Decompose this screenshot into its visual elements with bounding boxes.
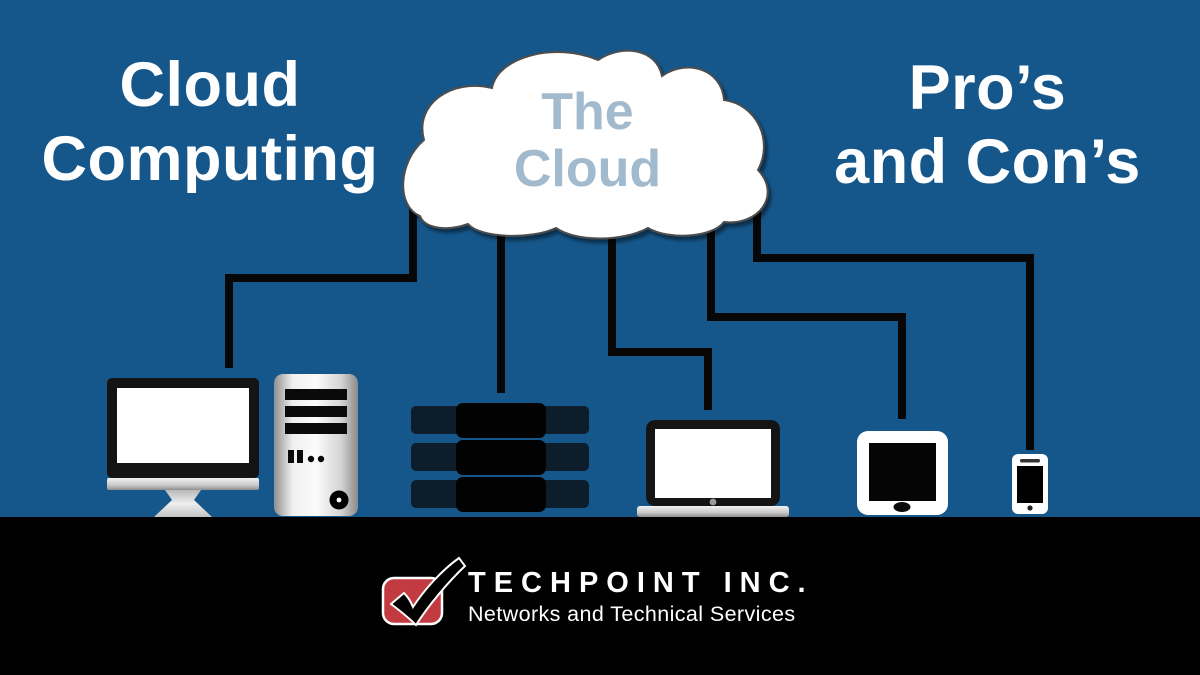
title-right-line1: Pro’s (908, 53, 1067, 123)
tower-button (288, 450, 294, 463)
tower-power-dot (336, 497, 342, 503)
page-title-left: Cloud Computing (10, 48, 410, 196)
cloud-label-line1: The (541, 83, 634, 141)
title-left-line1: Cloud (119, 50, 301, 120)
tower-button (297, 450, 303, 463)
checkmark-icon (389, 556, 467, 627)
techpoint-checkmark-logo (381, 556, 467, 627)
monitor-stand (154, 490, 212, 517)
server-unit-front (456, 440, 546, 475)
cloud-label: The Cloud (435, 84, 740, 198)
server-unit-front (456, 403, 546, 438)
connector-lines (225, 200, 1034, 450)
cloud-label-line2: Cloud (513, 140, 662, 198)
server-rack-icon (411, 403, 589, 512)
cloud-icon (402, 49, 769, 240)
phone-speaker (1020, 459, 1040, 463)
desktop-computer-icon (107, 378, 259, 517)
phone-home-button (1027, 505, 1033, 511)
connector-line-laptop (608, 232, 712, 410)
phone-screen (1017, 466, 1043, 503)
tower-drive-slot (285, 423, 347, 434)
connector-line-tablet (707, 222, 906, 419)
tower-pc-icon (274, 374, 358, 516)
footer-tagline: Networks and Technical Services (468, 602, 796, 626)
tower-drive-slot (285, 406, 347, 417)
footer-company-name: TECHPOINT INC. (468, 567, 814, 599)
laptop-screen (655, 429, 771, 498)
laptop-base (637, 506, 789, 517)
smartphone-icon (1012, 454, 1048, 514)
monitor-chin (107, 478, 259, 490)
connector-line-desktop (225, 200, 417, 368)
server-unit-front (456, 477, 546, 512)
footer-logo-text: TECHPOINT INC. Networks and Technical Se… (468, 568, 928, 626)
connector-line-phone (753, 200, 1034, 450)
laptop-button (709, 498, 717, 506)
tower-led (317, 455, 325, 463)
tablet-icon (857, 431, 948, 515)
title-left-line2: Computing (41, 124, 379, 194)
page-title-right: Pro’s and Con’s (800, 51, 1175, 199)
monitor-screen (117, 388, 249, 463)
tablet-home-button (893, 502, 911, 512)
tower-drive-slot (285, 389, 347, 400)
laptop-icon (637, 420, 789, 517)
tablet-screen (869, 443, 936, 501)
footer-bar (0, 517, 1200, 675)
title-right-line2: and Con’s (834, 127, 1141, 197)
tower-led (307, 455, 315, 463)
